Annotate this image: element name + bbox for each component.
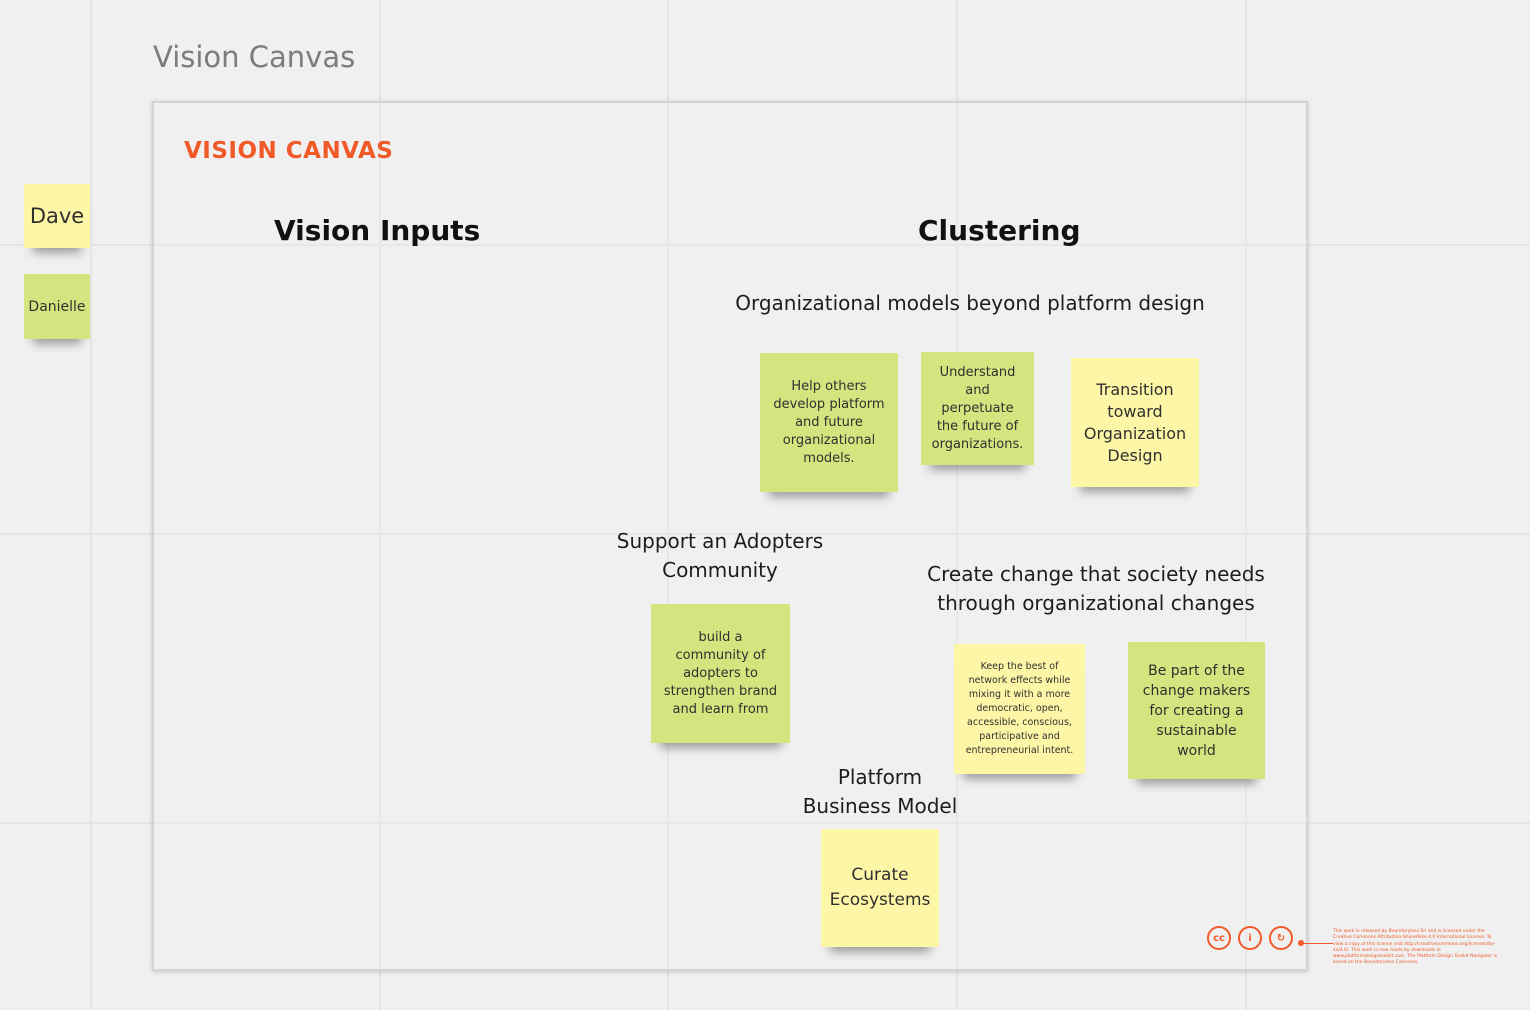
grid-line — [379, 0, 381, 1010]
sticky-note[interactable]: Understand and perpetuate the future of … — [921, 352, 1034, 465]
license-connector-dot — [1298, 940, 1304, 946]
sticky-note[interactable]: Transition toward Organization Design — [1071, 358, 1199, 487]
cluster-label-society[interactable]: Create change that society needs through… — [926, 560, 1266, 618]
sticky-note[interactable]: Keep the best of network effects while m… — [954, 644, 1085, 774]
cluster-label-platform[interactable]: Platform Business Model — [790, 763, 970, 821]
cluster-label-line: through organizational changes — [937, 591, 1255, 615]
grid-line — [0, 822, 1530, 824]
grid-line — [0, 244, 1530, 246]
attribution-icon: i — [1238, 926, 1262, 950]
sticky-note[interactable]: build a community of adopters to strengt… — [651, 604, 790, 743]
cluster-label-line: Business Model — [802, 794, 958, 818]
grid-line — [0, 533, 1530, 535]
grid-line — [90, 0, 92, 1010]
clustering-heading: Clustering — [918, 214, 1081, 247]
board-title: Vision Canvas — [153, 40, 356, 74]
sticky-note-danielle[interactable]: Danielle — [24, 274, 90, 339]
grid-line — [667, 0, 669, 1010]
frame-label: VISION CANVAS — [184, 138, 394, 164]
grid-line — [956, 0, 958, 1010]
cluster-label-line: Platform — [837, 765, 923, 789]
cluster-label-adopters[interactable]: Support an Adopters Community — [600, 527, 840, 585]
vision-inputs-heading: Vision Inputs — [274, 214, 481, 247]
grid-line — [1245, 0, 1247, 1010]
cluster-label-line: Support an Adopters — [616, 529, 824, 553]
cluster-label-line: Community — [662, 558, 778, 582]
cc-icon: cc — [1207, 926, 1231, 950]
vision-canvas-frame[interactable] — [152, 101, 1308, 971]
cluster-label-line: Create change that society needs — [927, 562, 1265, 586]
share-alike-icon: ↻ — [1269, 926, 1293, 950]
license-text: This work is released by Boundaryless Sr… — [1333, 929, 1498, 966]
license-connector-line — [1303, 943, 1333, 944]
sticky-note[interactable]: Help others develop platform and future … — [760, 353, 898, 492]
sticky-note[interactable]: Be part of the change makers for creatin… — [1128, 642, 1265, 779]
sticky-note-dave[interactable]: Dave — [24, 184, 90, 248]
cluster-label-org-models[interactable]: Organizational models beyond platform de… — [735, 291, 1205, 315]
sticky-note[interactable]: Curate Ecosystems — [821, 829, 939, 947]
license-icons: cc i ↻ — [1207, 926, 1293, 950]
